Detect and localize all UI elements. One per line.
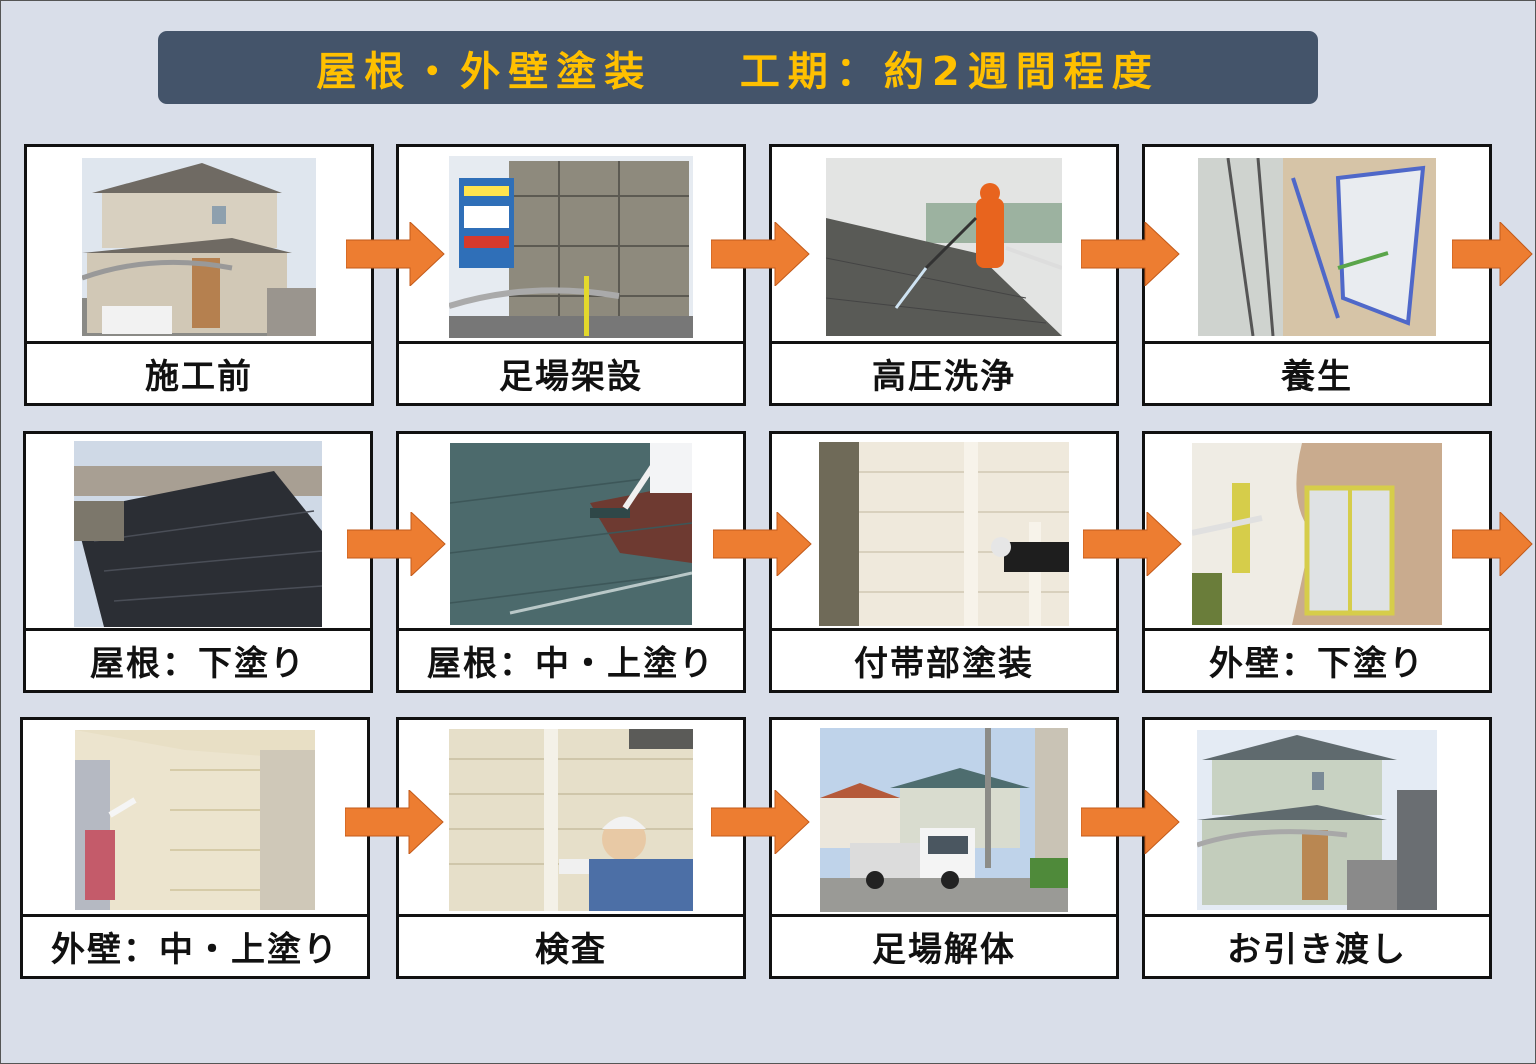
step-card-9: 外壁：中・上塗り — [20, 717, 370, 979]
title-banner: 屋根・外壁塗装 工期：約2週間程度 — [158, 31, 1318, 104]
photo-pressure-washing — [772, 147, 1116, 347]
arrow-right-icon — [1081, 222, 1180, 286]
step-card-8: 外壁：下塗り — [1142, 431, 1492, 693]
step-label-4: 養生 — [1145, 341, 1489, 403]
title-gap — [652, 45, 740, 91]
arrow-right-icon — [347, 512, 446, 576]
step-card-3: 高圧洗浄 — [769, 144, 1119, 406]
step-label-2: 足場架設 — [399, 341, 743, 403]
photo-handover — [1145, 720, 1489, 920]
step-label-8: 外壁：下塗り — [1145, 628, 1489, 690]
arrow-right-icon — [1452, 512, 1533, 576]
step-label-3: 高圧洗浄 — [772, 341, 1116, 403]
step-label-6: 屋根：中・上塗り — [399, 628, 743, 690]
step-card-5: 屋根：下塗り — [23, 431, 373, 693]
arrow-right-icon — [1083, 512, 1182, 576]
arrow-right-icon — [346, 222, 445, 286]
photo-masking — [1145, 147, 1489, 347]
title-left: 屋根・外壁塗装 — [316, 48, 653, 95]
arrow-right-icon — [1081, 790, 1180, 854]
step-label-1: 施工前 — [27, 341, 371, 403]
arrow-right-icon — [713, 512, 812, 576]
step-label-10: 検査 — [399, 914, 743, 976]
photo-wall-topcoat — [23, 720, 367, 920]
step-card-4: 養生 — [1142, 144, 1492, 406]
title-right: 工期：約2週間程度 — [739, 48, 1160, 95]
step-card-2: 足場架設 — [396, 144, 746, 406]
arrow-right-icon — [345, 790, 444, 854]
photo-inspection — [399, 720, 743, 920]
photo-trim-painting — [772, 434, 1116, 634]
step-label-11: 足場解体 — [772, 914, 1116, 976]
arrow-right-icon — [711, 790, 810, 854]
step-label-9: 外壁：中・上塗り — [23, 914, 367, 976]
step-card-12: お引き渡し — [1142, 717, 1492, 979]
photo-scaffolding — [399, 147, 743, 347]
step-label-12: お引き渡し — [1145, 914, 1489, 976]
step-card-7: 付帯部塗装 — [769, 431, 1119, 693]
step-card-1: 施工前 — [24, 144, 374, 406]
step-label-7: 付帯部塗装 — [772, 628, 1116, 690]
step-label-5: 屋根：下塗り — [26, 628, 370, 690]
arrow-right-icon — [711, 222, 810, 286]
photo-house-before — [27, 147, 371, 347]
photo-wall-undercoat — [1145, 434, 1489, 634]
photo-roof-topcoat — [399, 434, 743, 634]
photo-roof-undercoat — [26, 434, 370, 634]
step-card-10: 検査 — [396, 717, 746, 979]
step-card-6: 屋根：中・上塗り — [396, 431, 746, 693]
arrow-right-icon — [1452, 222, 1533, 286]
photo-scaffold-removal — [772, 720, 1116, 920]
step-card-11: 足場解体 — [769, 717, 1119, 979]
